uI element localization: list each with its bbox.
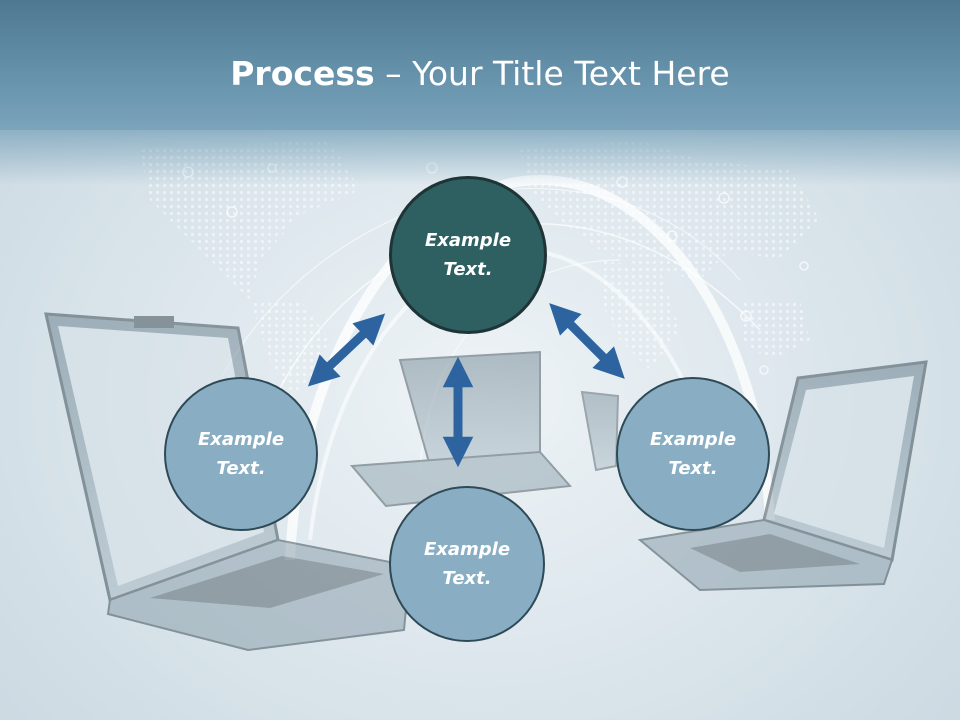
slide-title-rest: – Your Title Text Here <box>374 54 730 93</box>
circle-top-line1: Example <box>424 230 512 251</box>
slide-title-bold: Process <box>230 54 375 93</box>
circle-right-line1: Example <box>649 429 737 450</box>
circle-right-line2: Text. <box>668 458 718 479</box>
arrow-top-left <box>307 313 386 387</box>
circle-top-line2: Text. <box>443 259 493 280</box>
laptop-right <box>637 360 928 592</box>
title-bar <box>0 0 960 130</box>
title-bar-fade <box>0 125 960 185</box>
slide-title: Process – Your Title Text Here <box>0 52 960 96</box>
circle-bottom-line2: Text. <box>442 568 492 589</box>
circle-left-line1: Example <box>197 429 285 450</box>
circle-left-line2: Text. <box>216 458 266 479</box>
circle-bottom-line1: Example <box>423 539 511 560</box>
arrow-top-right <box>549 303 625 379</box>
